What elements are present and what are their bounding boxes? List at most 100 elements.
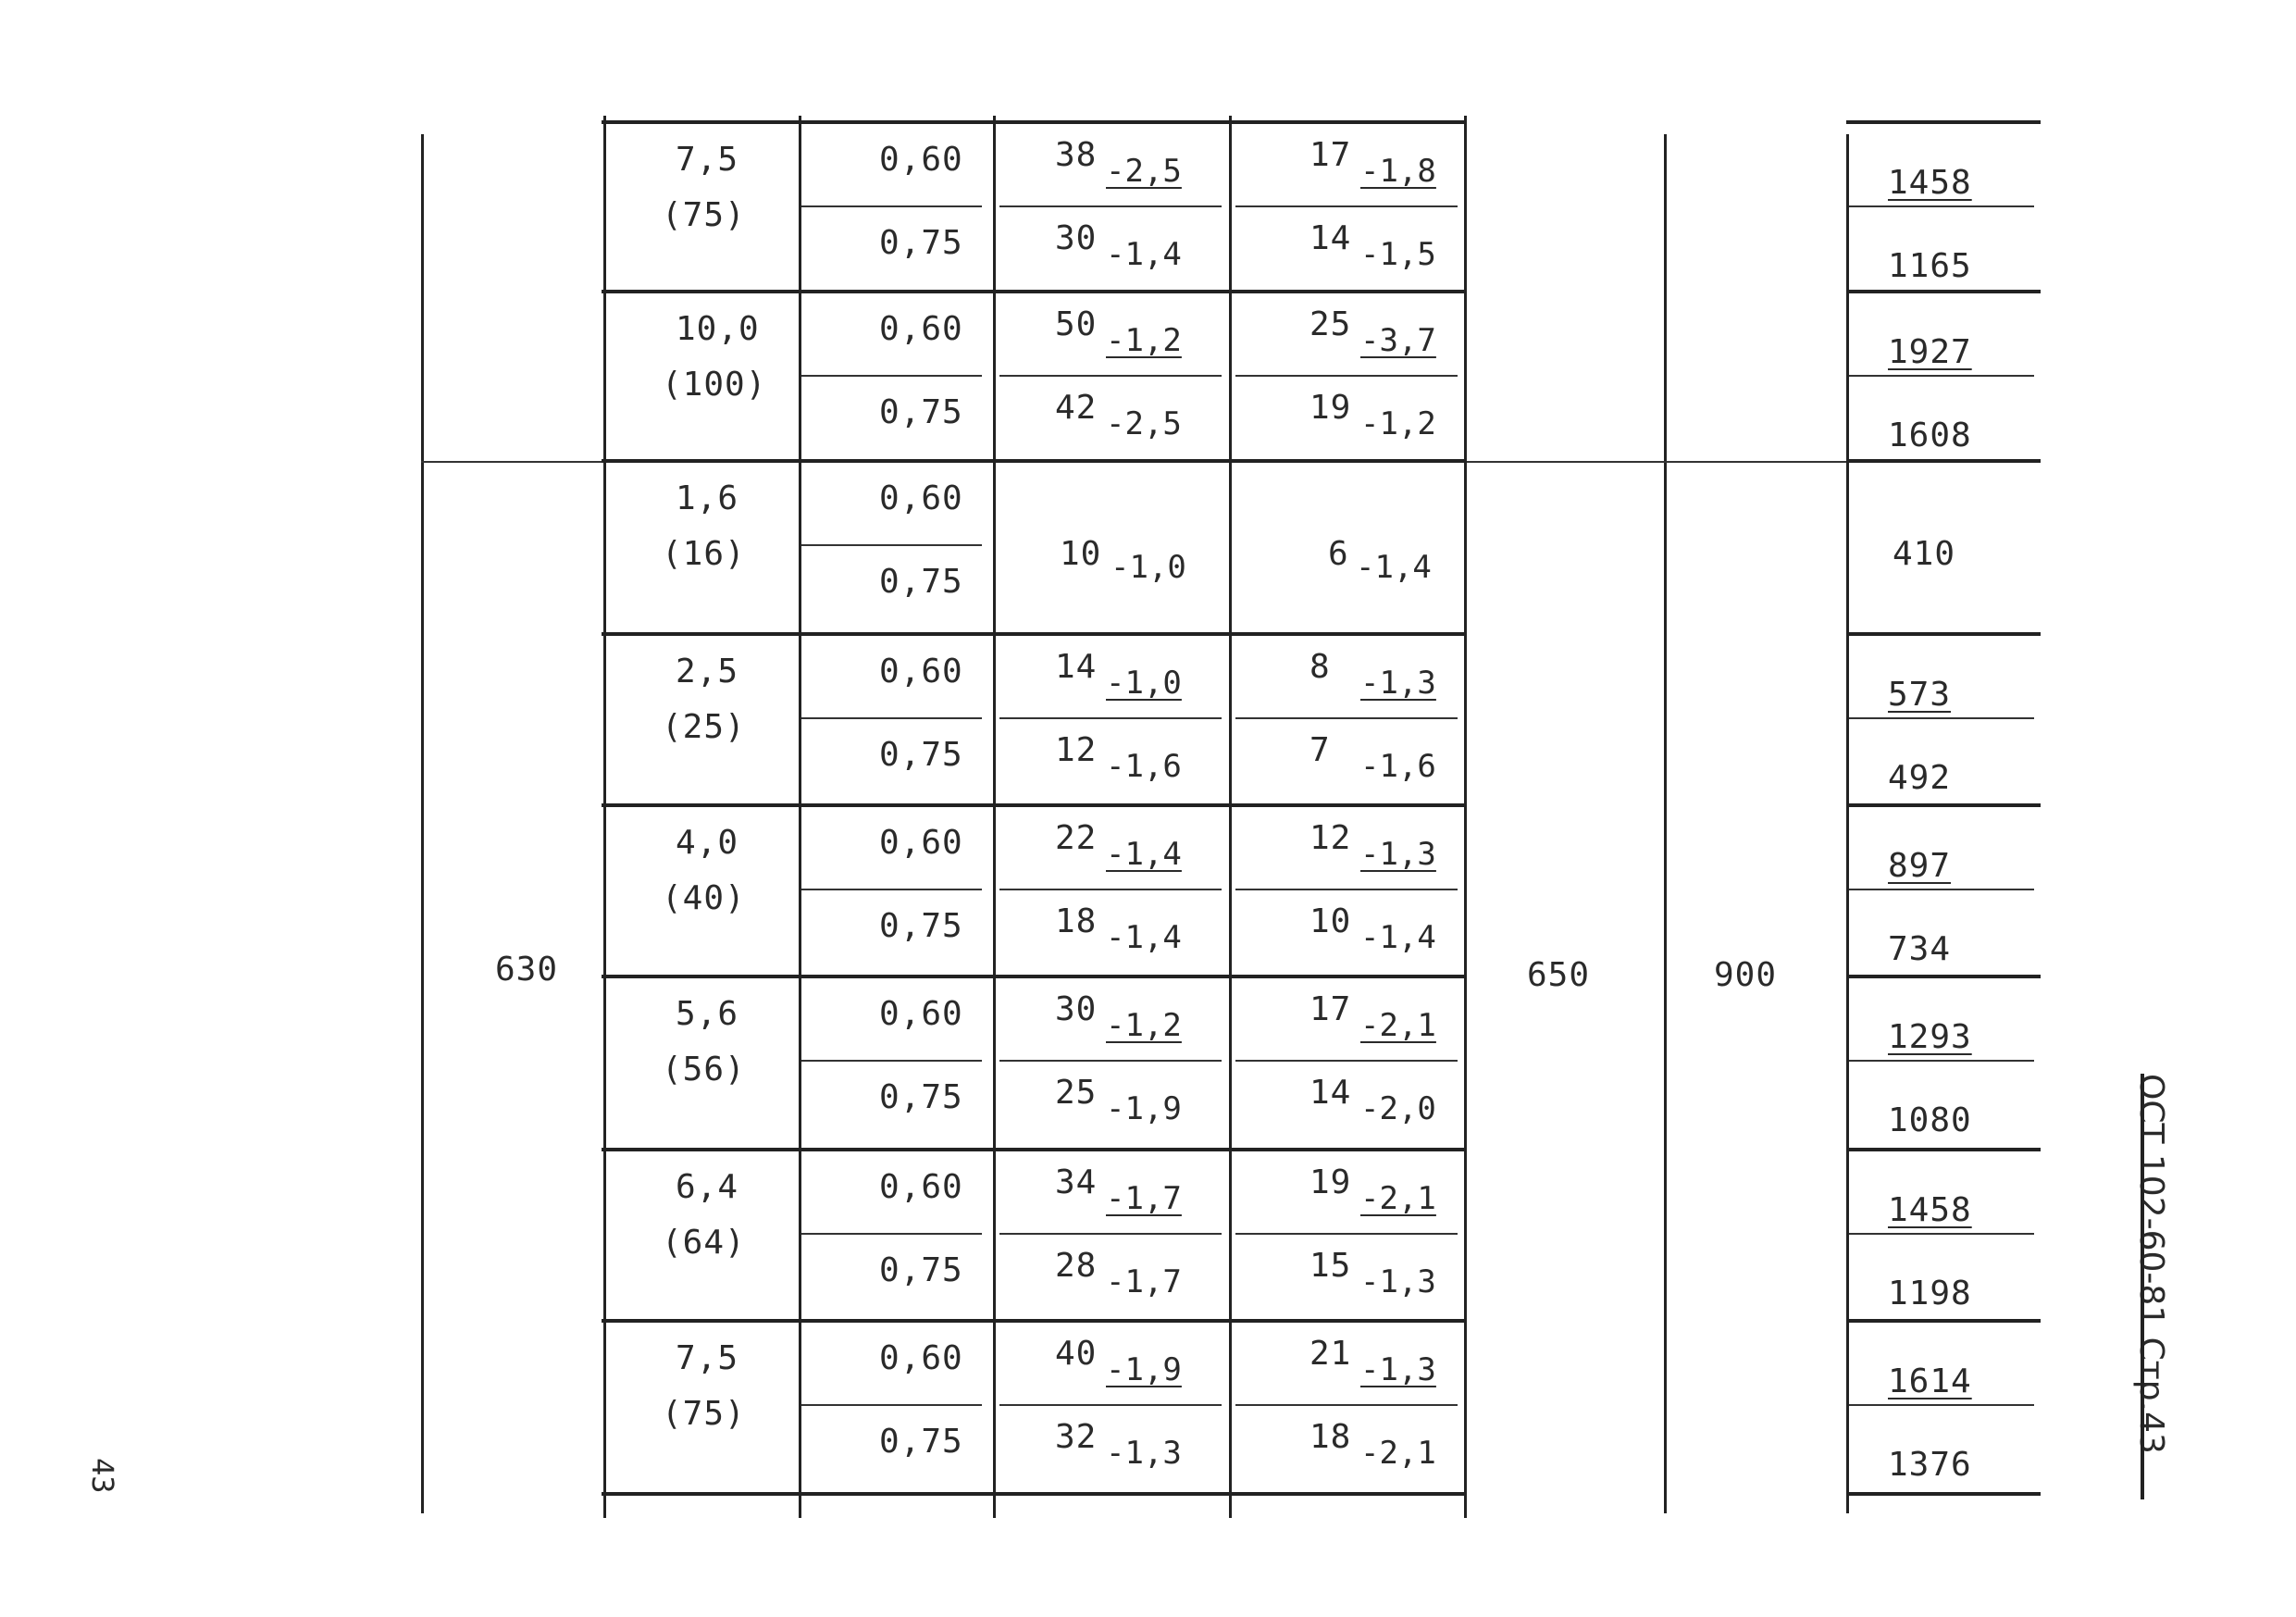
value-d-sub: -1,4	[1356, 549, 1432, 586]
row-separator	[1846, 1319, 2041, 1323]
value-c-bottom: 30	[1055, 219, 1098, 257]
value-e-bottom: 734	[1888, 930, 1952, 968]
value-c-bottom-sub: -1,7	[1106, 1263, 1182, 1300]
column-divider	[603, 116, 606, 1518]
row-separator	[602, 1148, 1464, 1151]
value-c-top: 40	[1055, 1335, 1098, 1373]
value-e-top: 573	[1888, 676, 1952, 714]
nominal-value: 6,4	[676, 1168, 739, 1206]
cell-divider	[999, 717, 1222, 719]
column-divider	[1464, 116, 1467, 1518]
coefficient-top: 0,60	[879, 310, 963, 348]
row-separator	[1846, 632, 2041, 636]
coefficient-bottom: 0,75	[879, 1423, 963, 1461]
value-d-bottom: 10	[1309, 902, 1352, 940]
value-e-top: 1458	[1888, 1191, 1972, 1229]
value-d-top: 21	[1309, 1335, 1352, 1373]
value-d-top: 17	[1309, 136, 1352, 174]
cell-divider	[1235, 717, 1458, 719]
value-c-bottom-sub: -1,3	[1106, 1435, 1182, 1472]
row-separator	[1846, 803, 2041, 807]
value-e-bottom: 1608	[1888, 417, 1972, 454]
value-c-top-sub: -1,7	[1106, 1180, 1182, 1217]
value-e: 410	[1893, 535, 1956, 573]
nominal-value: 1,6	[676, 479, 739, 517]
value-c-sub: -1,0	[1111, 549, 1186, 586]
value-d-bottom: 14	[1309, 219, 1352, 257]
cell-divider	[801, 544, 982, 546]
value-c-top-sub: -1,2	[1106, 322, 1182, 359]
cell-divider	[1235, 889, 1458, 890]
value-c-bottom-sub: -1,4	[1106, 919, 1182, 956]
cell-divider	[999, 1404, 1222, 1406]
cell-divider	[1235, 1404, 1458, 1406]
row-separator	[1846, 459, 2041, 463]
value-e-bottom: 1080	[1888, 1101, 1972, 1139]
coefficient-top: 0,60	[879, 479, 963, 517]
column-value: 630	[495, 951, 559, 989]
cell-divider	[999, 205, 1222, 207]
coefficient-top: 0,60	[879, 824, 963, 862]
value-d-bottom-sub: -1,3	[1360, 1263, 1436, 1300]
row-separator	[602, 803, 1464, 807]
table-bottom-border	[602, 1492, 1464, 1496]
cell-divider	[1849, 717, 2034, 719]
cell-divider	[1849, 1233, 2034, 1235]
cell-divider	[801, 1404, 982, 1406]
cell-divider	[1235, 1060, 1458, 1062]
nominal-value: 2,5	[676, 653, 739, 690]
value-c-bottom-sub: -2,5	[1106, 405, 1182, 442]
nominal-value: 10,0	[676, 310, 760, 348]
value-c-bottom-sub: -1,6	[1106, 748, 1182, 785]
nominal-value-paren: (75)	[662, 196, 746, 234]
cell-divider	[801, 1060, 982, 1062]
value-c-bottom: 18	[1055, 902, 1098, 940]
value-c-bottom: 12	[1055, 731, 1098, 769]
group-divider	[421, 461, 603, 463]
value-d-top: 19	[1309, 1163, 1352, 1201]
value-c-bottom-sub: -1,4	[1106, 236, 1182, 273]
value-d-bottom-sub: -2,0	[1360, 1090, 1436, 1127]
value-c-top: 30	[1055, 990, 1098, 1028]
coefficient-bottom: 0,75	[879, 907, 963, 945]
value-d-bottom-sub: -1,2	[1360, 405, 1436, 442]
coefficient-bottom: 0,75	[879, 224, 963, 262]
cell-divider	[999, 375, 1222, 377]
nominal-value: 7,5	[676, 141, 739, 179]
nominal-value-paren: (25)	[662, 708, 746, 746]
coefficient-bottom: 0,75	[879, 736, 963, 774]
value-d-top-sub: -1,3	[1360, 836, 1436, 873]
value-d-bottom: 19	[1309, 389, 1352, 427]
value-d-bottom: 7	[1309, 731, 1331, 769]
value-c-top: 14	[1055, 648, 1098, 686]
nominal-value-paren: (100)	[662, 366, 767, 404]
cell-divider	[1849, 889, 2034, 890]
value-c-top: 34	[1055, 1163, 1098, 1201]
value-d-bottom: 14	[1309, 1074, 1352, 1112]
value-e-top: 1293	[1888, 1018, 1972, 1056]
coefficient-bottom: 0,75	[879, 1078, 963, 1116]
value-e-bottom: 1376	[1888, 1446, 1972, 1484]
value-c-bottom: 28	[1055, 1247, 1098, 1285]
cell-divider	[801, 889, 982, 890]
value-e-bottom: 1165	[1888, 247, 1972, 285]
nominal-value: 5,6	[676, 995, 739, 1033]
column-value: 900	[1714, 956, 1778, 994]
cell-divider	[1849, 1060, 2034, 1062]
group-divider	[1664, 461, 1846, 463]
cell-divider	[1235, 375, 1458, 377]
value-e-top: 1927	[1888, 333, 1972, 371]
cell-divider	[1235, 205, 1458, 207]
row-separator	[1846, 120, 2041, 124]
value-d-top: 8	[1309, 648, 1331, 686]
value-c-top-sub: -1,0	[1106, 665, 1182, 702]
value-d-bottom-sub: -1,4	[1360, 919, 1436, 956]
value-c-bottom: 42	[1055, 389, 1098, 427]
cell-divider	[801, 375, 982, 377]
value-c-top-sub: -1,9	[1106, 1351, 1182, 1388]
row-separator	[602, 290, 1464, 293]
value-e-top: 1614	[1888, 1362, 1972, 1400]
value-c: 10	[1060, 535, 1102, 573]
column-value: 650	[1527, 956, 1591, 994]
coefficient-top: 0,60	[879, 1339, 963, 1377]
